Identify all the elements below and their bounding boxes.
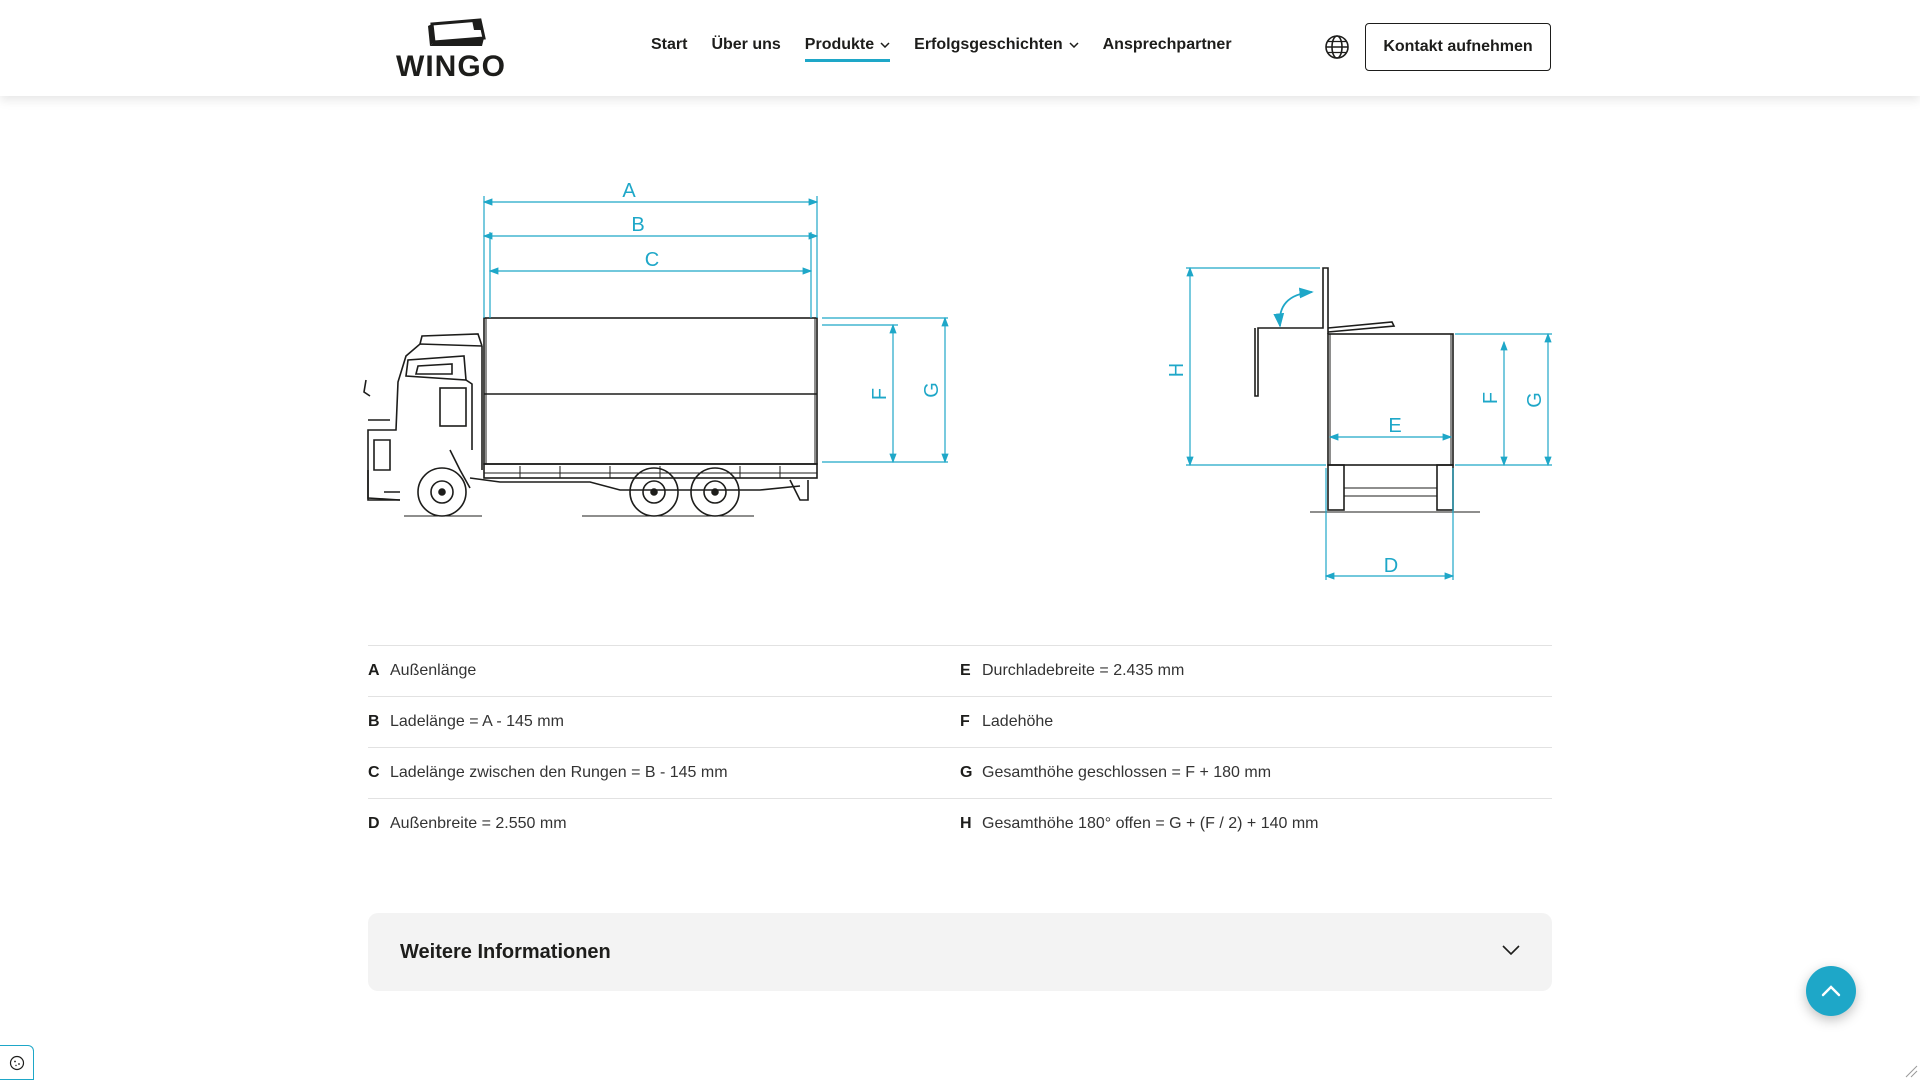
dim-label-g-side: G — [921, 382, 943, 398]
spec-item-c: C Ladelänge zwischen den Rungen = B - 145… — [368, 748, 960, 798]
side-dimensions — [482, 196, 949, 464]
nav-start-label: Start — [651, 36, 688, 53]
spec-text: Durchladebreite = 2.435 mm — [982, 662, 1185, 679]
nav-ueber-uns-label: Über uns — [711, 36, 781, 53]
contact-button[interactable]: Kontakt aufnehmen — [1365, 23, 1551, 71]
logo-text: WINGO — [396, 50, 506, 80]
nav-ansprechpartner-label: Ansprechpartner — [1102, 36, 1232, 53]
dim-label-b: B — [631, 214, 644, 236]
chevron-down-icon — [880, 42, 890, 48]
nav-ueber-uns[interactable]: Über uns — [711, 36, 780, 58]
spec-row: D Außenbreite = 2.550 mm H Gesamthöhe 180°… — [368, 798, 1552, 849]
spec-item-e: E Durchladebreite = 2.435 mm — [960, 646, 1552, 696]
spec-row: C Ladelänge zwischen den Rungen = B - 145… — [368, 747, 1552, 798]
dim-label-d: D — [1384, 555, 1398, 577]
spec-text: Gesamthöhe 180° offen = G + (F / 2) + 14… — [982, 815, 1319, 832]
spec-text: Gesamthöhe geschlossen = F + 180 mm — [982, 764, 1272, 781]
spec-letter: D — [368, 815, 380, 832]
chevron-up-icon — [1821, 985, 1841, 997]
globe-icon[interactable] — [1324, 34, 1350, 60]
technical-drawing: A B C F G — [360, 170, 1560, 590]
dim-label-f-rear: F — [1480, 392, 1502, 404]
chevron-down-icon — [1069, 42, 1079, 48]
dim-label-g-rear: G — [1524, 392, 1546, 408]
wingo-logo[interactable]: WINGO — [392, 16, 524, 83]
chevron-down-icon — [1502, 945, 1520, 956]
spec-item-b: B Ladelänge = A - 145 mm — [368, 697, 960, 747]
nav-produkte-label: Produkte — [804, 36, 875, 53]
rear-dimensions — [1186, 266, 1552, 580]
spec-letter: H — [960, 815, 972, 832]
dim-label-f-side: F — [869, 388, 891, 400]
truck-side-view — [363, 317, 818, 517]
nav-erfolgsgeschichten[interactable]: Erfolgsgeschichten — [914, 36, 1079, 58]
spec-letter: E — [960, 662, 971, 679]
spec-letter: F — [960, 713, 970, 730]
accordion-title: Weitere Informationen — [400, 940, 611, 963]
spec-letter: B — [368, 713, 380, 730]
more-info-accordion[interactable]: Weitere Informationen — [368, 913, 1552, 991]
truck-rear-view — [1254, 267, 1480, 513]
spec-row: A Außenlänge E Durchladebreite = 2.435 mm — [368, 645, 1552, 696]
main-navigation: Start Über uns Produkte Erfolgsgeschicht… — [651, 36, 1256, 62]
cookie-icon — [9, 1055, 24, 1070]
spec-row: B Ladelänge = A - 145 mm F Ladehöhe — [368, 696, 1552, 747]
dim-label-h: H — [1166, 363, 1188, 377]
spec-text: Ladelänge zwischen den Rungen = B - 145 … — [390, 764, 728, 781]
spec-item-a: A Außenlänge — [368, 646, 960, 696]
dim-label-c: C — [645, 249, 659, 271]
spec-item-f: F Ladehöhe — [960, 697, 1552, 747]
spec-item-h: H Gesamthöhe 180° offen = G + (F / 2) + 1… — [960, 799, 1552, 849]
cookie-settings-button[interactable] — [0, 1045, 34, 1080]
dim-label-a: A — [622, 180, 636, 202]
spec-letter: C — [368, 764, 380, 781]
spec-letter: A — [368, 662, 380, 679]
site-header: WINGO Start Über uns Produkte Erfolgsges… — [0, 0, 1920, 96]
spec-text: Außenbreite = 2.550 mm — [390, 815, 567, 832]
spec-letter: G — [960, 764, 973, 781]
dim-label-e: E — [1388, 415, 1401, 437]
nav-produkte[interactable]: Produkte — [804, 36, 891, 62]
resize-grip-icon — [1905, 1065, 1918, 1078]
spec-text: Ladehöhe — [982, 713, 1054, 730]
nav-start[interactable]: Start — [651, 36, 687, 58]
spec-text: Außenlänge — [390, 662, 477, 679]
nav-erfolgsgeschichten-label: Erfolgsgeschichten — [914, 36, 1063, 53]
spec-text: Ladelänge = A - 145 mm — [390, 713, 564, 730]
nav-ansprechpartner[interactable]: Ansprechpartner — [1103, 36, 1232, 58]
wing-open-arrow — [1273, 287, 1314, 328]
spec-item-g: G Gesamthöhe geschlossen = F + 180 mm — [960, 748, 1552, 798]
scroll-to-top-button[interactable] — [1806, 966, 1856, 1016]
spec-item-d: D Außenbreite = 2.550 mm — [368, 799, 960, 849]
